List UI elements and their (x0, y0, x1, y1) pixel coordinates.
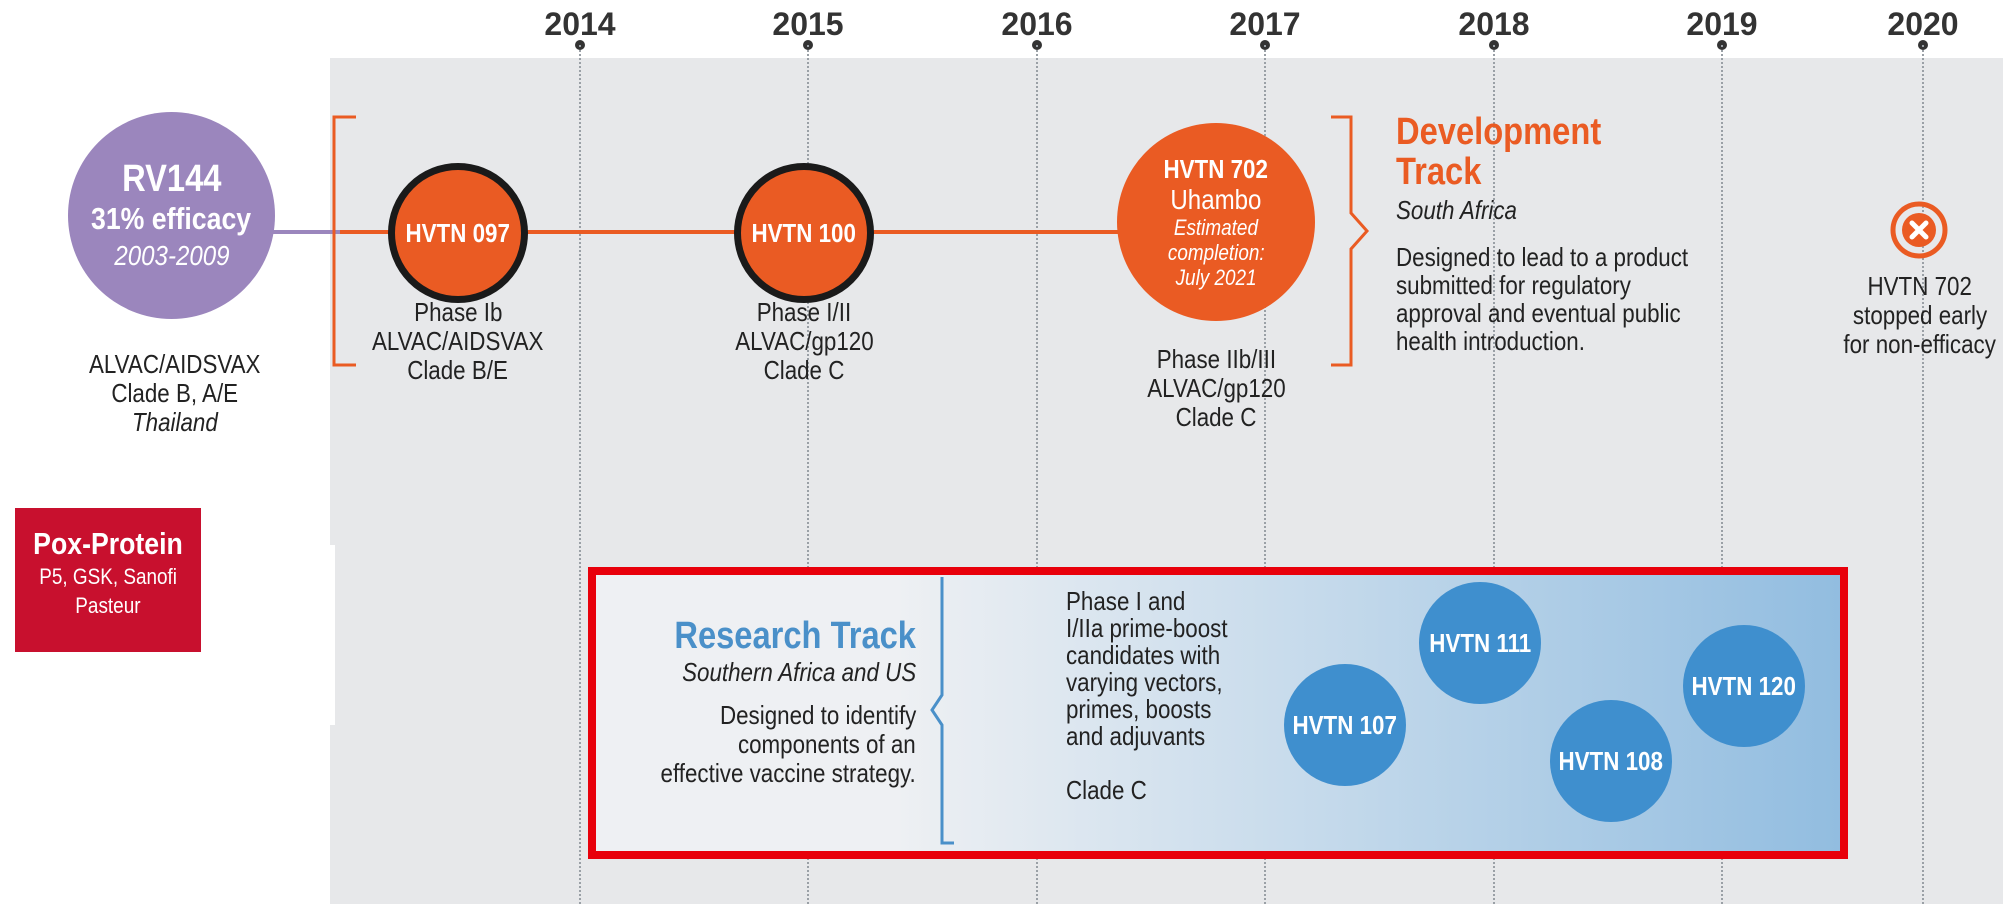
rv144-name: RV144 (121, 157, 222, 200)
year-2016-label: 2016 (1001, 6, 1073, 42)
hvtn100-name: HVTN 100 (751, 217, 857, 248)
research-info-line6: and adjuvants (1066, 721, 1206, 751)
hvtn702-nickname: Uhambo (1170, 183, 1262, 215)
hvtn108-circle: HVTN 108 (1550, 700, 1672, 822)
development-right-bracket (1331, 115, 1370, 367)
year-2020-gridline (1922, 45, 1924, 904)
development-desc-line3: approval and eventual public (1396, 298, 1681, 328)
research-info-line5: primes, boosts (1066, 694, 1212, 724)
stopped-early-note: HVTN 702 stopped early for non-efficacy (1815, 272, 2003, 359)
rv144-dates: 2003-2009 (113, 239, 230, 271)
hvtn702-circle: HVTN 702 Uhambo Estimated completion: Ju… (1117, 123, 1315, 321)
year-2014-label: 2014 (544, 6, 616, 42)
development-track-info: Development Track South Africa Designed … (1396, 112, 1836, 355)
year-2018-gridline (1493, 45, 1495, 904)
development-left-bracket (332, 115, 356, 367)
research-title: Research Track (674, 615, 916, 657)
year-2020-label: 2020 (1887, 6, 1959, 42)
development-region: South Africa (1396, 195, 1517, 225)
year-2017-gridline (1264, 45, 1266, 904)
hvtn107-name: HVTN 107 (1292, 709, 1398, 740)
research-track-info: Research Track Southern Africa and US De… (600, 614, 916, 788)
research-info-line1: Phase I and (1066, 586, 1186, 616)
research-candidates-info: Phase I and I/IIa prime-boost candidates… (1066, 588, 1286, 804)
development-desc-line4: health introduction. (1396, 326, 1585, 356)
hvtn120-circle: HVTN 120 (1683, 625, 1805, 747)
pox-protein-arrow (205, 545, 335, 725)
year-2014-gridline (579, 45, 581, 904)
rv144-efficacy: 31% efficacy (91, 200, 252, 236)
pox-protein-partners-cont: Pasteur (75, 593, 141, 618)
research-clade: Clade C (1066, 775, 1147, 805)
rv144-region: Thailand (132, 407, 218, 437)
rv144-product: ALVAC/AIDSVAX (89, 349, 261, 379)
rv144-connector (270, 230, 340, 234)
hvtn111-circle: HVTN 111 (1419, 582, 1541, 704)
year-2019-gridline (1721, 45, 1723, 904)
year-2016-gridline (1036, 45, 1038, 904)
hvtn097-product: ALVAC/AIDSVAX (372, 326, 544, 356)
stopped-line3: for non-efficacy (1843, 329, 1997, 359)
hvtn702-completion: completion: (1167, 239, 1265, 265)
rv144-details: ALVAC/AIDSVAX Clade B, A/E Thailand (40, 350, 310, 437)
pox-protein-title: Pox-Protein (33, 526, 183, 561)
close-circle-icon (1890, 201, 1948, 259)
hvtn100-circle: HVTN 100 (734, 163, 874, 303)
hvtn702-completion-date: July 2021 (1175, 264, 1257, 290)
hvtn097-phase: Phase Ib (413, 297, 503, 327)
research-region: Southern Africa and US (681, 657, 916, 687)
hvtn702-phase: Phase IIb/III (1156, 344, 1276, 374)
development-desc-line1: Designed to lead to a product (1396, 242, 1689, 272)
research-desc-line2: components of an (738, 729, 916, 759)
development-title: Development (1396, 111, 1602, 153)
hvtn100-product: ALVAC/gp120 (734, 326, 874, 356)
development-track-line (340, 230, 1120, 234)
hvtn702-name: HVTN 702 (1163, 153, 1269, 184)
year-2017-label: 2017 (1229, 6, 1301, 42)
year-2019-label: 2019 (1686, 6, 1758, 42)
stopped-line1: HVTN 702 (1867, 271, 1973, 301)
hvtn108-name: HVTN 108 (1558, 745, 1664, 776)
hvtn097-circle: HVTN 097 (388, 163, 528, 303)
development-desc-line2: submitted for regulatory (1396, 270, 1631, 300)
hvtn100-clade: Clade C (763, 355, 845, 385)
stopped-line2: stopped early (1852, 300, 1988, 330)
hvtn097-name: HVTN 097 (405, 217, 511, 248)
research-info-line2: I/IIa prime-boost (1066, 613, 1228, 643)
development-title-track: Track (1396, 151, 1482, 193)
research-bracket (930, 577, 954, 845)
research-info-line4: varying vectors, (1066, 667, 1223, 697)
hvtn702-clade: Clade C (1175, 402, 1257, 432)
rv144-circle: RV144 31% efficacy 2003-2009 (68, 112, 275, 319)
hvtn107-circle: HVTN 107 (1284, 664, 1406, 786)
year-2018-label: 2018 (1458, 6, 1530, 42)
year-2015-label: 2015 (772, 6, 844, 42)
research-desc-line1: Designed to identify (719, 700, 916, 730)
hvtn100-details: Phase I/II ALVAC/gp120 Clade C (684, 298, 924, 385)
hvtn702-estimated: Estimated (1173, 214, 1259, 240)
hvtn100-phase: Phase I/II (756, 297, 852, 327)
hvtn111-name: HVTN 111 (1429, 627, 1531, 658)
hvtn097-details: Phase Ib ALVAC/AIDSVAX Clade B/E (338, 298, 578, 385)
year-2015-gridline (807, 45, 809, 904)
research-info-line3: candidates with (1066, 640, 1221, 670)
hvtn120-name: HVTN 120 (1691, 670, 1797, 701)
pox-protein-partners: P5, GSK, Sanofi (39, 564, 177, 589)
pox-protein-box: Pox-Protein P5, GSK, Sanofi Pasteur (15, 508, 201, 652)
rv144-clade: Clade B, A/E (111, 378, 239, 408)
hvtn097-clade: Clade B/E (407, 355, 509, 385)
hvtn702-details: Phase IIb/III ALVAC/gp120 Clade C (1096, 345, 1336, 432)
hvtn702-product: ALVAC/gp120 (1146, 373, 1286, 403)
research-desc-line3: effective vaccine strategy. (660, 758, 916, 788)
